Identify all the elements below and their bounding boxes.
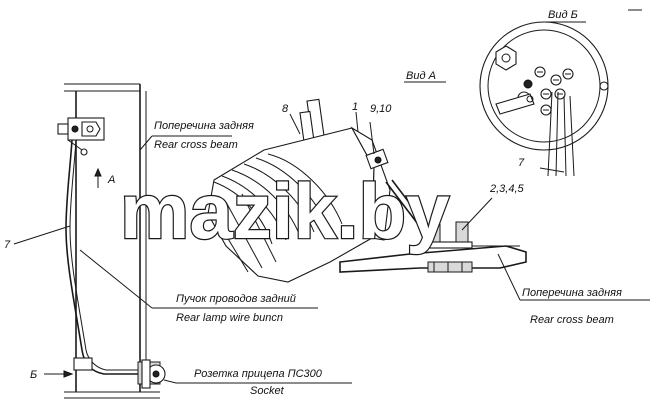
callout-7-right: 7	[518, 157, 525, 169]
callout-2-3-4-5: 2,3,4,5	[489, 183, 525, 195]
socket-assembly	[207, 98, 437, 283]
watermark-text: mazik.by	[120, 167, 449, 255]
upper-connector-block	[57, 117, 105, 156]
boot-ribs	[211, 153, 343, 273]
view-a-leaders	[289, 111, 650, 301]
socket-label-en: Socket	[250, 385, 285, 397]
view-b-title: Вид Б	[548, 9, 578, 21]
arrow-a-label: А	[107, 174, 115, 186]
cross-beam-label-ru-1: Поперечина задняя	[154, 120, 254, 132]
callout-9-10: 9,10	[370, 103, 392, 115]
callout-1: 1	[352, 101, 358, 113]
callout-8: 8	[282, 103, 289, 115]
socket-face	[479, 9, 642, 177]
arrow-b-label: Б	[30, 369, 37, 381]
cross-beam-label-ru-2: Поперечина задняя	[522, 287, 622, 299]
wire-bunch-label-ru: Пучок проводов задний	[176, 293, 296, 305]
view-a-title: Вид А	[406, 70, 436, 82]
cross-beam-label-en-2: Rear cross beam	[530, 314, 614, 326]
socket-label-ru: Розетка прицепа ПС300	[194, 368, 323, 380]
callout-7-left: 7	[4, 239, 11, 251]
arrow-a-marker: А	[94, 167, 115, 188]
wire-bunch-label-en: Rear lamp wire buncn	[176, 312, 283, 324]
left-leader-lines	[13, 135, 352, 384]
arrow-b-marker: Б	[30, 369, 74, 381]
trailer-socket	[73, 357, 166, 389]
cross-beam-label-en-1: Rear cross beam	[154, 139, 238, 151]
